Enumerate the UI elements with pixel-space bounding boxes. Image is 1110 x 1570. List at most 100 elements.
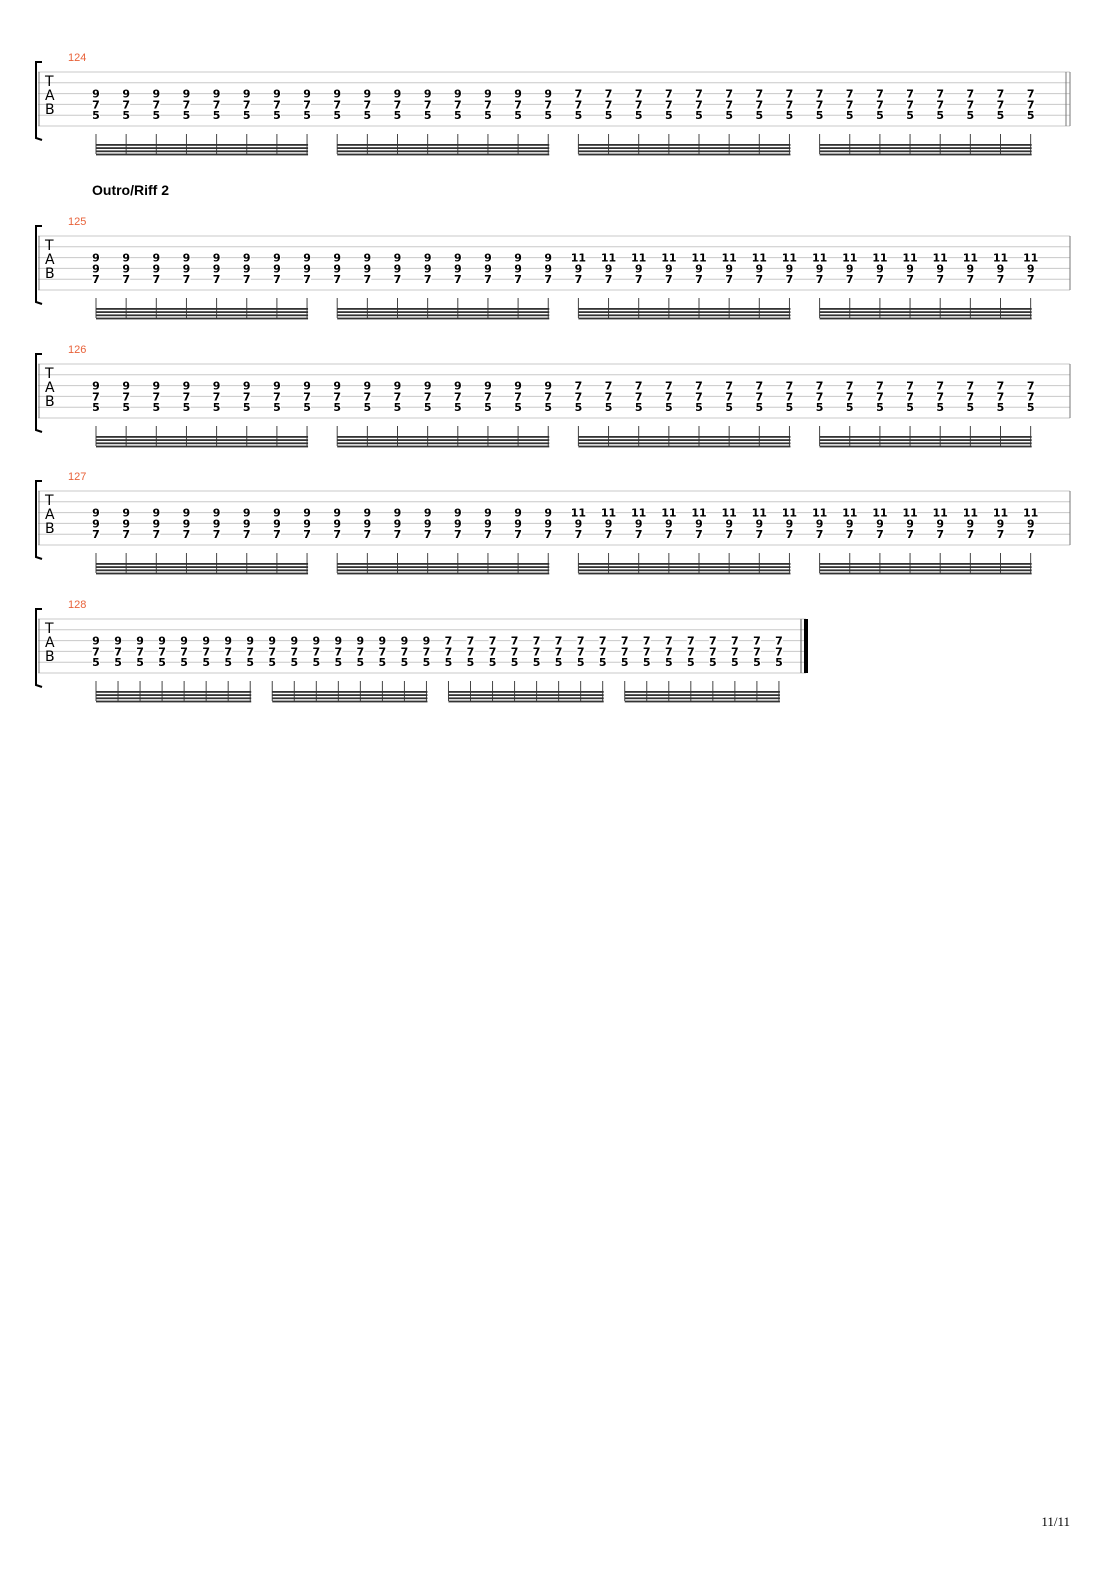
fret-background xyxy=(363,264,372,275)
fret-number: 5 xyxy=(786,109,794,122)
fret-background xyxy=(393,530,402,541)
fret-background xyxy=(842,253,857,264)
fret-background xyxy=(875,381,884,392)
fret-background xyxy=(212,89,221,100)
fret-background xyxy=(815,111,824,122)
fret-number: 7 xyxy=(687,645,695,658)
fret-background xyxy=(695,111,703,122)
fret-background xyxy=(785,530,794,541)
fret-number: 7 xyxy=(312,645,320,658)
fret-background xyxy=(92,381,100,392)
fret-number: 5 xyxy=(401,656,409,669)
note-beam xyxy=(96,697,252,700)
fret-number: 7 xyxy=(364,98,372,111)
fret-number: 9 xyxy=(243,507,251,520)
note-beam xyxy=(819,314,1032,317)
fret-background xyxy=(936,264,945,275)
fret-number: 7 xyxy=(786,88,794,101)
fret-number: 7 xyxy=(303,528,311,541)
fret-number: 5 xyxy=(599,656,607,669)
fret-background xyxy=(393,100,402,111)
fret-background xyxy=(483,89,492,100)
fret-background xyxy=(725,89,734,100)
fret-number: 5 xyxy=(709,656,717,669)
fret-number: 7 xyxy=(333,273,341,286)
fret-background xyxy=(182,392,191,403)
fret-number: 9 xyxy=(484,507,492,520)
fret-number: 9 xyxy=(1027,262,1035,275)
fret-number: 7 xyxy=(786,380,794,393)
fret-number: 7 xyxy=(224,645,232,658)
fret-number: 11 xyxy=(752,507,767,520)
fret-number: 5 xyxy=(725,109,733,122)
fret-number: 5 xyxy=(333,401,341,414)
fret-number: 5 xyxy=(92,401,100,414)
system-bracket xyxy=(35,480,43,560)
fret-number: 11 xyxy=(963,252,978,265)
fret-background xyxy=(333,381,342,392)
fret-number: 7 xyxy=(544,98,552,111)
fret-number: 7 xyxy=(424,528,432,541)
fret-number: 7 xyxy=(183,273,191,286)
fret-number: 9 xyxy=(394,262,402,275)
fret-background xyxy=(356,658,365,669)
fret-background xyxy=(725,530,734,541)
fret-background xyxy=(906,264,915,275)
fret-background xyxy=(466,636,475,647)
fret-background xyxy=(532,636,541,647)
fret-background xyxy=(423,403,432,414)
tab-clef-letter: B xyxy=(45,521,55,537)
fret-background xyxy=(303,275,312,286)
fret-number: 11 xyxy=(812,252,827,265)
fret-background xyxy=(752,253,767,264)
fret-background xyxy=(785,100,794,111)
fret-number: 7 xyxy=(575,390,583,403)
fret-number: 7 xyxy=(454,390,462,403)
fret-background xyxy=(363,519,372,530)
fret-number: 7 xyxy=(454,98,462,111)
note-beam xyxy=(578,445,791,448)
fret-number: 5 xyxy=(555,656,563,669)
fret-number: 11 xyxy=(842,252,857,265)
fret-background xyxy=(290,658,299,669)
fret-number: 9 xyxy=(514,252,522,265)
fret-background xyxy=(576,658,585,669)
fret-background xyxy=(815,89,824,100)
fret-background xyxy=(122,275,131,286)
fret-number: 5 xyxy=(213,109,221,122)
fret-number: 7 xyxy=(122,390,130,403)
fret-background xyxy=(642,647,651,658)
fret-background xyxy=(966,89,975,100)
fret-background xyxy=(334,647,343,658)
note-beam xyxy=(448,694,604,696)
fret-background xyxy=(936,89,945,100)
fret-background xyxy=(466,647,475,658)
fret-number: 7 xyxy=(725,528,733,541)
fret-number: 7 xyxy=(906,273,914,286)
fret-background xyxy=(92,111,100,122)
fret-number: 5 xyxy=(687,656,695,669)
fret-number: 7 xyxy=(635,98,643,111)
fret-number: 7 xyxy=(514,273,522,286)
bar-number: 127 xyxy=(68,471,86,483)
note-beam xyxy=(819,308,1032,310)
fret-background xyxy=(483,253,492,264)
fret-background xyxy=(152,392,161,403)
fret-background xyxy=(303,392,312,403)
fret-background xyxy=(182,264,191,275)
section-label: Outro/Riff 2 xyxy=(92,182,169,198)
fret-number: 9 xyxy=(454,507,462,520)
fret-background xyxy=(966,403,975,414)
fret-background xyxy=(966,519,975,530)
fret-background xyxy=(966,264,975,275)
fret-background xyxy=(875,275,884,286)
fret-number: 9 xyxy=(183,252,191,265)
fret-background xyxy=(664,111,673,122)
fret-number: 9 xyxy=(424,517,432,530)
fret-number: 9 xyxy=(997,262,1005,275)
fret-number: 5 xyxy=(936,401,944,414)
fret-number: 9 xyxy=(544,517,552,530)
fret-number: 9 xyxy=(183,262,191,275)
fret-background xyxy=(423,392,432,403)
fret-number: 9 xyxy=(243,262,251,275)
